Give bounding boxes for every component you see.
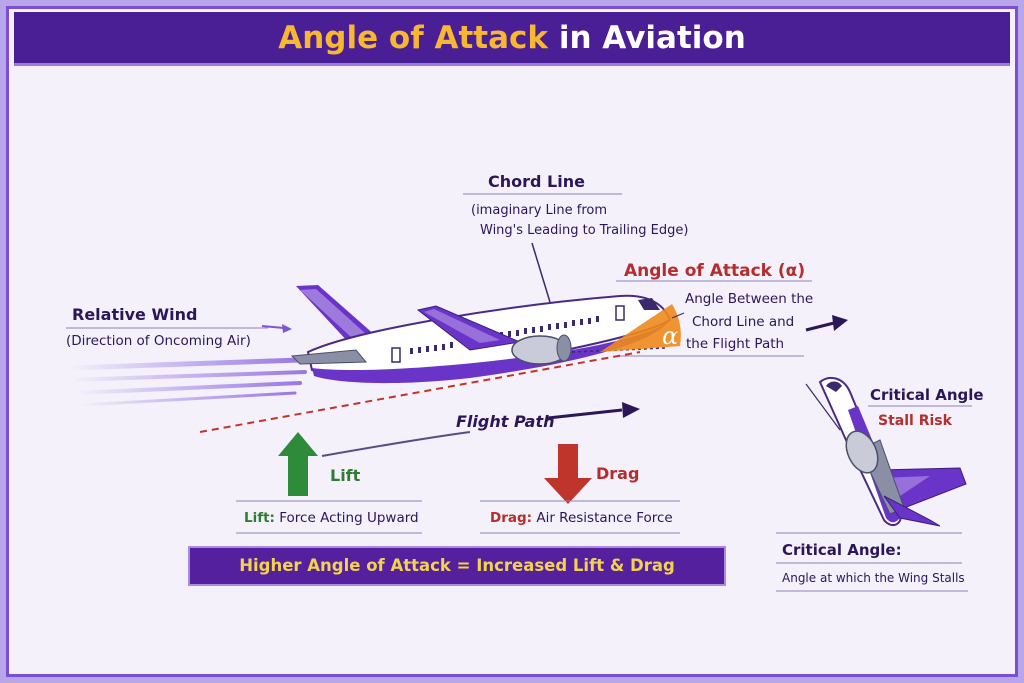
drag-arrow	[544, 444, 592, 504]
aoa-heading: Angle of Attack (α)	[624, 261, 806, 281]
relative-wind-arrow	[261, 324, 292, 333]
drag-desc: Drag: Air Resistance Force	[490, 510, 673, 526]
aoa-desc-2: Chord Line and	[692, 314, 795, 330]
horizontal-stabilizer	[290, 349, 368, 365]
airplane	[290, 285, 672, 384]
relative-wind-desc: (Direction of Oncoming Air)	[66, 333, 251, 349]
aoa-desc-3: the Flight Path	[686, 336, 785, 352]
critical-def-text: Angle at which the Wing Stalls	[782, 571, 965, 585]
lift-desc-text: Force Acting Upward	[274, 510, 419, 526]
tail-fin	[296, 285, 376, 344]
cockpit-window	[638, 298, 660, 310]
title-accent: Angle of Attack	[278, 20, 549, 56]
stalling-airplane	[805, 376, 967, 527]
fuselage-belly	[312, 322, 668, 384]
drag-desc-term: Drag:	[490, 510, 533, 526]
drag-label: Drag	[596, 464, 640, 483]
chord-line-desc-2: Wing's Leading to Trailing Edge)	[480, 223, 689, 238]
summary-banner: Higher Angle of Attack = Increased Lift …	[188, 546, 726, 586]
cabin-windows	[410, 316, 599, 354]
relative-wind-heading: Relative Wind	[72, 305, 198, 324]
aoa-wedge	[600, 304, 681, 352]
aoa-desc-pointer	[671, 312, 685, 319]
lift-desc-term: Lift:	[244, 510, 275, 526]
critical-def-heading: Critical Angle:	[782, 541, 902, 559]
chord-line-desc-1: (imaginary Line from	[471, 203, 608, 218]
flight-path-arrow	[321, 402, 640, 457]
lift-desc: Lift: Force Acting Upward	[244, 510, 419, 526]
title-rest: in Aviation	[548, 20, 746, 56]
stall-risk-label: Stall Risk	[878, 413, 952, 429]
lift-label: Lift	[330, 466, 361, 485]
flight-path-line	[199, 351, 641, 433]
aoa-desc-1: Angle Between the	[685, 291, 814, 307]
chord-line-heading: Chord Line	[488, 172, 585, 191]
chord-line-dotted	[571, 347, 667, 353]
direction-arrow	[805, 315, 848, 332]
flight-path-label: Flight Path	[456, 412, 555, 431]
critical-angle-heading: Critical Angle	[870, 386, 984, 404]
title-bar: Angle of Attack in Aviation	[14, 12, 1010, 66]
alpha-symbol: α	[662, 322, 678, 350]
lift-arrow	[278, 432, 318, 496]
drag-desc-text: Air Resistance Force	[532, 510, 673, 526]
wind-streaks	[67, 357, 307, 407]
page-title: Angle of Attack in Aviation	[14, 20, 1010, 56]
chord-line-pointer	[531, 242, 554, 313]
